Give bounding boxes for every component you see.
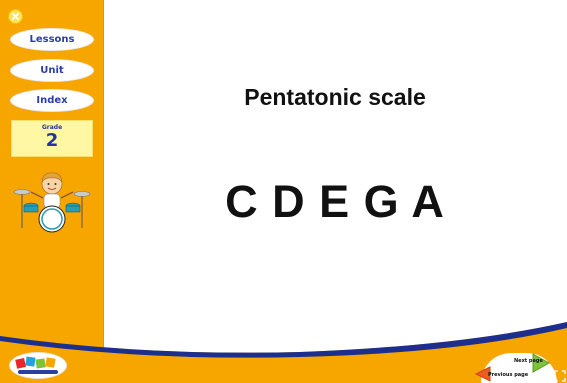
footer-wave <box>0 322 567 383</box>
page-nav-pad <box>481 353 557 383</box>
lessons-label: Lessons <box>29 34 75 45</box>
fullscreen-icon[interactable] <box>554 370 566 382</box>
previous-page-arrow-icon[interactable] <box>474 365 492 383</box>
index-button[interactable]: Index <box>10 89 94 112</box>
page-title: Pentatonic scale <box>244 84 426 110</box>
drummer-illustration <box>13 172 91 233</box>
logo-icon <box>15 355 58 374</box>
unit-label: Unit <box>40 65 64 76</box>
previous-page-link[interactable]: Previous page <box>488 372 529 378</box>
grade-label: Grade <box>41 124 63 131</box>
grade-number: 2 <box>45 130 59 151</box>
publisher-logo <box>9 352 67 379</box>
next-page-arrow-icon[interactable] <box>531 352 551 374</box>
close-button[interactable] <box>8 9 23 24</box>
next-page-link[interactable]: Next page <box>514 358 543 364</box>
sidebar: Lessons Unit Index Grade 2 <box>0 0 104 383</box>
scale-notes: C D E G A <box>225 176 445 227</box>
unit-button[interactable]: Unit <box>10 59 94 82</box>
x-icon <box>11 12 20 21</box>
grade-badge: Grade 2 <box>11 120 93 157</box>
lessons-button[interactable]: Lessons <box>10 28 94 51</box>
index-label: Index <box>36 95 68 106</box>
